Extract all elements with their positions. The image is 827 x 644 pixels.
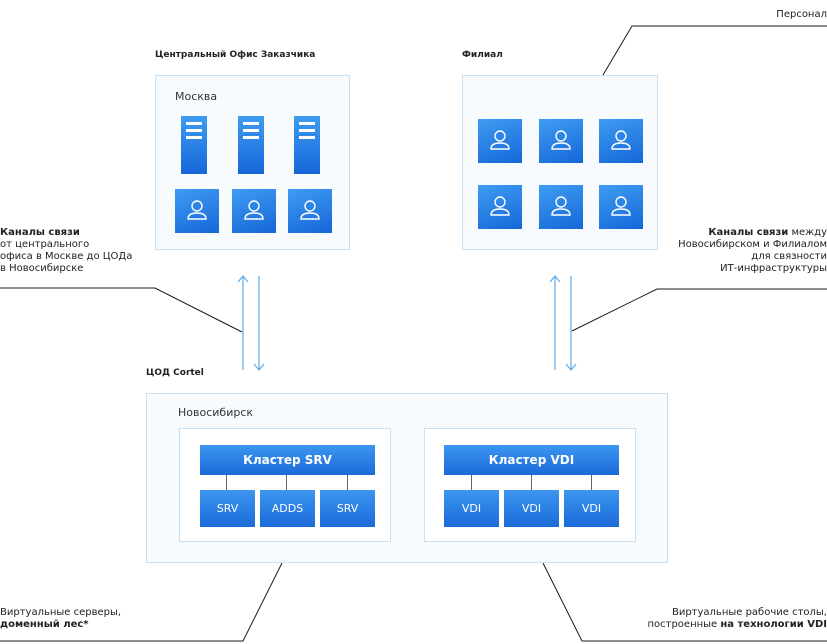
right-channel-line4: ИТ-инфраструктуры: [720, 263, 827, 274]
node-srv: SRV: [200, 490, 255, 527]
user-icon: [232, 189, 276, 233]
central-office-city: Москва: [175, 90, 218, 103]
bottom-right-line2: построенные на технологии VDI: [647, 619, 827, 630]
branch-panel: [462, 75, 658, 250]
node-adds: ADDS: [260, 490, 315, 527]
cluster-vdi-panel: Кластер VDI VDI VDI VDI: [424, 428, 636, 542]
bottom-right-leader-line: [542, 562, 827, 642]
left-channel-leader-line: [0, 287, 243, 333]
right-channel-line3: для связности: [751, 251, 827, 262]
connector: [531, 475, 532, 490]
connector: [226, 475, 227, 490]
node-vdi: VDI: [504, 490, 559, 527]
bottom-right-text: Виртуальные рабочие столы, построенные н…: [647, 607, 827, 631]
bottom-left-line1: Виртуальные серверы,: [0, 607, 122, 618]
left-up-arrow: [237, 275, 249, 370]
cluster-srv-panel: Кластер SRV SRV ADDS SRV: [179, 428, 391, 542]
node-srv: SRV: [320, 490, 375, 527]
left-channel-line2: офиса в Москве до ЦОДа: [0, 251, 133, 262]
dc-city: Новосибирск: [178, 406, 254, 419]
node-vdi: VDI: [564, 490, 619, 527]
right-down-arrow: [565, 276, 577, 371]
bottom-right-line1: Виртуальные рабочие столы,: [671, 607, 827, 618]
server-icon: [294, 116, 320, 174]
personnel-label: Персонал: [776, 9, 827, 20]
left-down-arrow: [253, 276, 265, 371]
connector: [286, 475, 287, 490]
user-icon: [478, 119, 522, 163]
bottom-left-bold: доменный лес*: [0, 619, 89, 630]
central-office-panel: Москва: [155, 75, 350, 250]
user-icon: [478, 185, 522, 229]
right-channel-text: Каналы связи между Новосибирском и Филиа…: [678, 227, 827, 275]
right-up-arrow: [549, 275, 561, 370]
cluster-srv-header: Кластер SRV: [200, 445, 375, 475]
connector: [347, 475, 348, 490]
bottom-right-bold: на технологии VDI: [720, 619, 827, 630]
left-channel-line1: от центрального: [0, 239, 90, 250]
left-channel-line3: в Новосибирске: [0, 263, 84, 274]
user-icon: [288, 189, 332, 233]
cluster-vdi-header: Кластер VDI: [444, 445, 619, 475]
server-icon: [181, 116, 207, 174]
bottom-left-leader-line: [0, 562, 283, 642]
user-icon: [539, 119, 583, 163]
user-icon: [599, 185, 643, 229]
bottom-left-text: Виртуальные серверы, доменный лес*: [0, 607, 121, 631]
user-icon: [539, 185, 583, 229]
left-channel-bold: Каналы связи: [0, 227, 80, 238]
user-icon: [175, 189, 219, 233]
connector: [471, 475, 472, 490]
user-icon: [599, 119, 643, 163]
right-channel-line2: Новосибирском и Филиалом: [678, 239, 827, 250]
dc-title: ЦОД Cortel: [146, 368, 204, 378]
personnel-leader-line: [602, 25, 827, 76]
right-channel-leader-line: [571, 288, 827, 332]
right-channel-bold: Каналы связи: [708, 227, 789, 238]
central-office-title: Центральный Офис Заказчика: [155, 50, 316, 60]
dc-panel: Новосибирск Кластер SRV SRV ADDS SRV Кла…: [146, 393, 668, 563]
left-channel-text: Каналы связи от центрального офиса в Мос…: [0, 227, 132, 275]
branch-title: Филиал: [462, 50, 503, 60]
right-channel-line1: Каналы связи между: [708, 227, 827, 238]
server-icon: [238, 116, 264, 174]
node-vdi: VDI: [444, 490, 499, 527]
connector: [591, 475, 592, 490]
